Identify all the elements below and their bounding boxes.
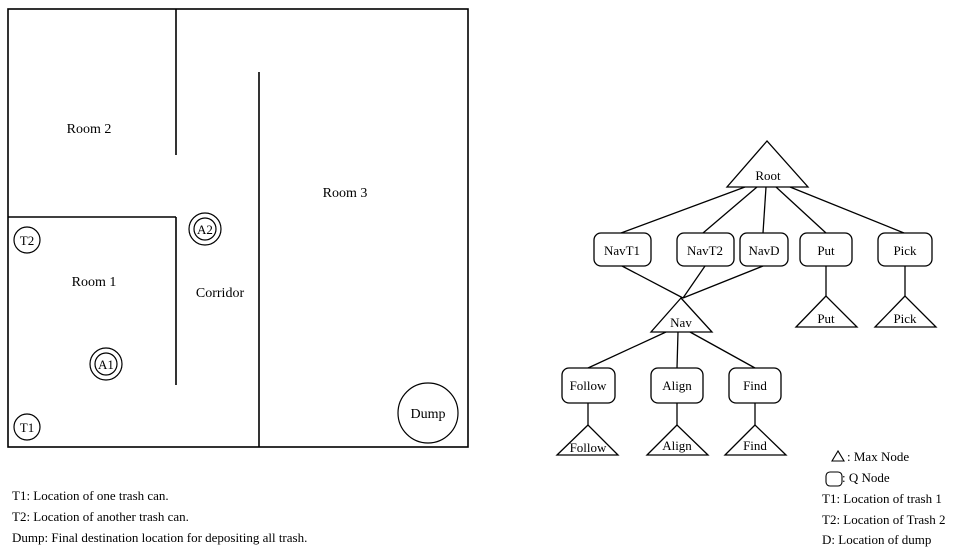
pick-q-node [877,232,933,267]
navt2-q-label: NavT2 [687,243,723,258]
navd-q-node [739,232,789,267]
agent-a1-label: A1 [98,357,114,372]
pick-q-label: Pick [893,243,917,258]
follow-q-label: Follow [570,378,607,393]
max-node-legend-label: : Max Node [847,449,910,464]
find-q-node [728,367,782,404]
find-max-node [723,424,788,456]
room3-label: Room 3 [323,186,368,201]
agent-a2-marker [193,217,217,241]
nav-max-node [649,297,714,333]
hierarchy-legend-t2: T2: Location of Trash 2 [822,512,946,527]
follow-max-label: Follow [570,440,607,455]
hierarchy-edges [587,186,906,425]
trash-can-t1-marker [13,413,41,441]
trash-can-t1-label: T1 [20,420,34,435]
follow-q-node [561,367,616,404]
put-max-label: Put [817,311,835,326]
room2-label: Room 2 [67,122,112,137]
outer-wall [7,8,469,448]
floor-map: Room 2 Room 1 Room 3 Corridor T2 T1 A1 A… [7,8,469,448]
dump-marker [397,382,459,444]
q-nodes: NavT1 NavT2 NavD Put Pick Follow Align F… [561,232,933,404]
max-node-legend-icon [831,449,845,462]
find-q-label: Find [743,378,767,393]
align-q-label: Align [662,378,692,393]
hierarchy-legend-t1: T1: Location of trash 1 [822,491,942,506]
max-nodes: Root Nav Put Pick Follow Align Find [555,140,938,456]
navt2-q-node [676,232,735,267]
map-legend-dump: Dump: Final destination location for dep… [12,530,308,545]
agent-a2-label: A2 [197,222,213,237]
align-max-node [645,424,710,456]
align-max-label: Align [662,438,692,453]
navd-q-label: NavD [748,243,779,258]
hierarchy-legend-symbols [825,449,845,487]
q-node-legend-icon [825,471,843,487]
map-legend-t1: T1: Location of one trash can. [12,488,169,503]
map-legend-t2: T2: Location of another trash can. [12,509,189,524]
corridor-label: Corridor [196,286,245,301]
q-node-legend-label: : Q Node [842,470,890,485]
trash-can-t2-marker [13,226,41,254]
room1-label: Room 1 [72,275,117,290]
nav-max-label: Nav [670,315,692,330]
navt1-q-node [593,232,652,267]
map-legend: T1: Location of one trash can. T2: Locat… [12,485,307,548]
hierarchy-legend-d: D: Location of dump [822,532,932,547]
follow-max-node [555,424,620,456]
align-q-node [650,367,704,404]
find-max-label: Find [743,438,767,453]
put-max-node [794,295,859,328]
pick-max-label: Pick [893,311,917,326]
put-q-label: Put [817,243,835,258]
navt1-q-label: NavT1 [604,243,640,258]
trash-can-t2-label: T2 [20,233,34,248]
root-max-node [725,140,810,188]
dump-label: Dump [411,407,446,422]
root-max-label: Root [755,168,781,183]
put-q-node [799,232,853,267]
agent-a1-marker [94,352,118,376]
pick-max-node [873,295,938,328]
